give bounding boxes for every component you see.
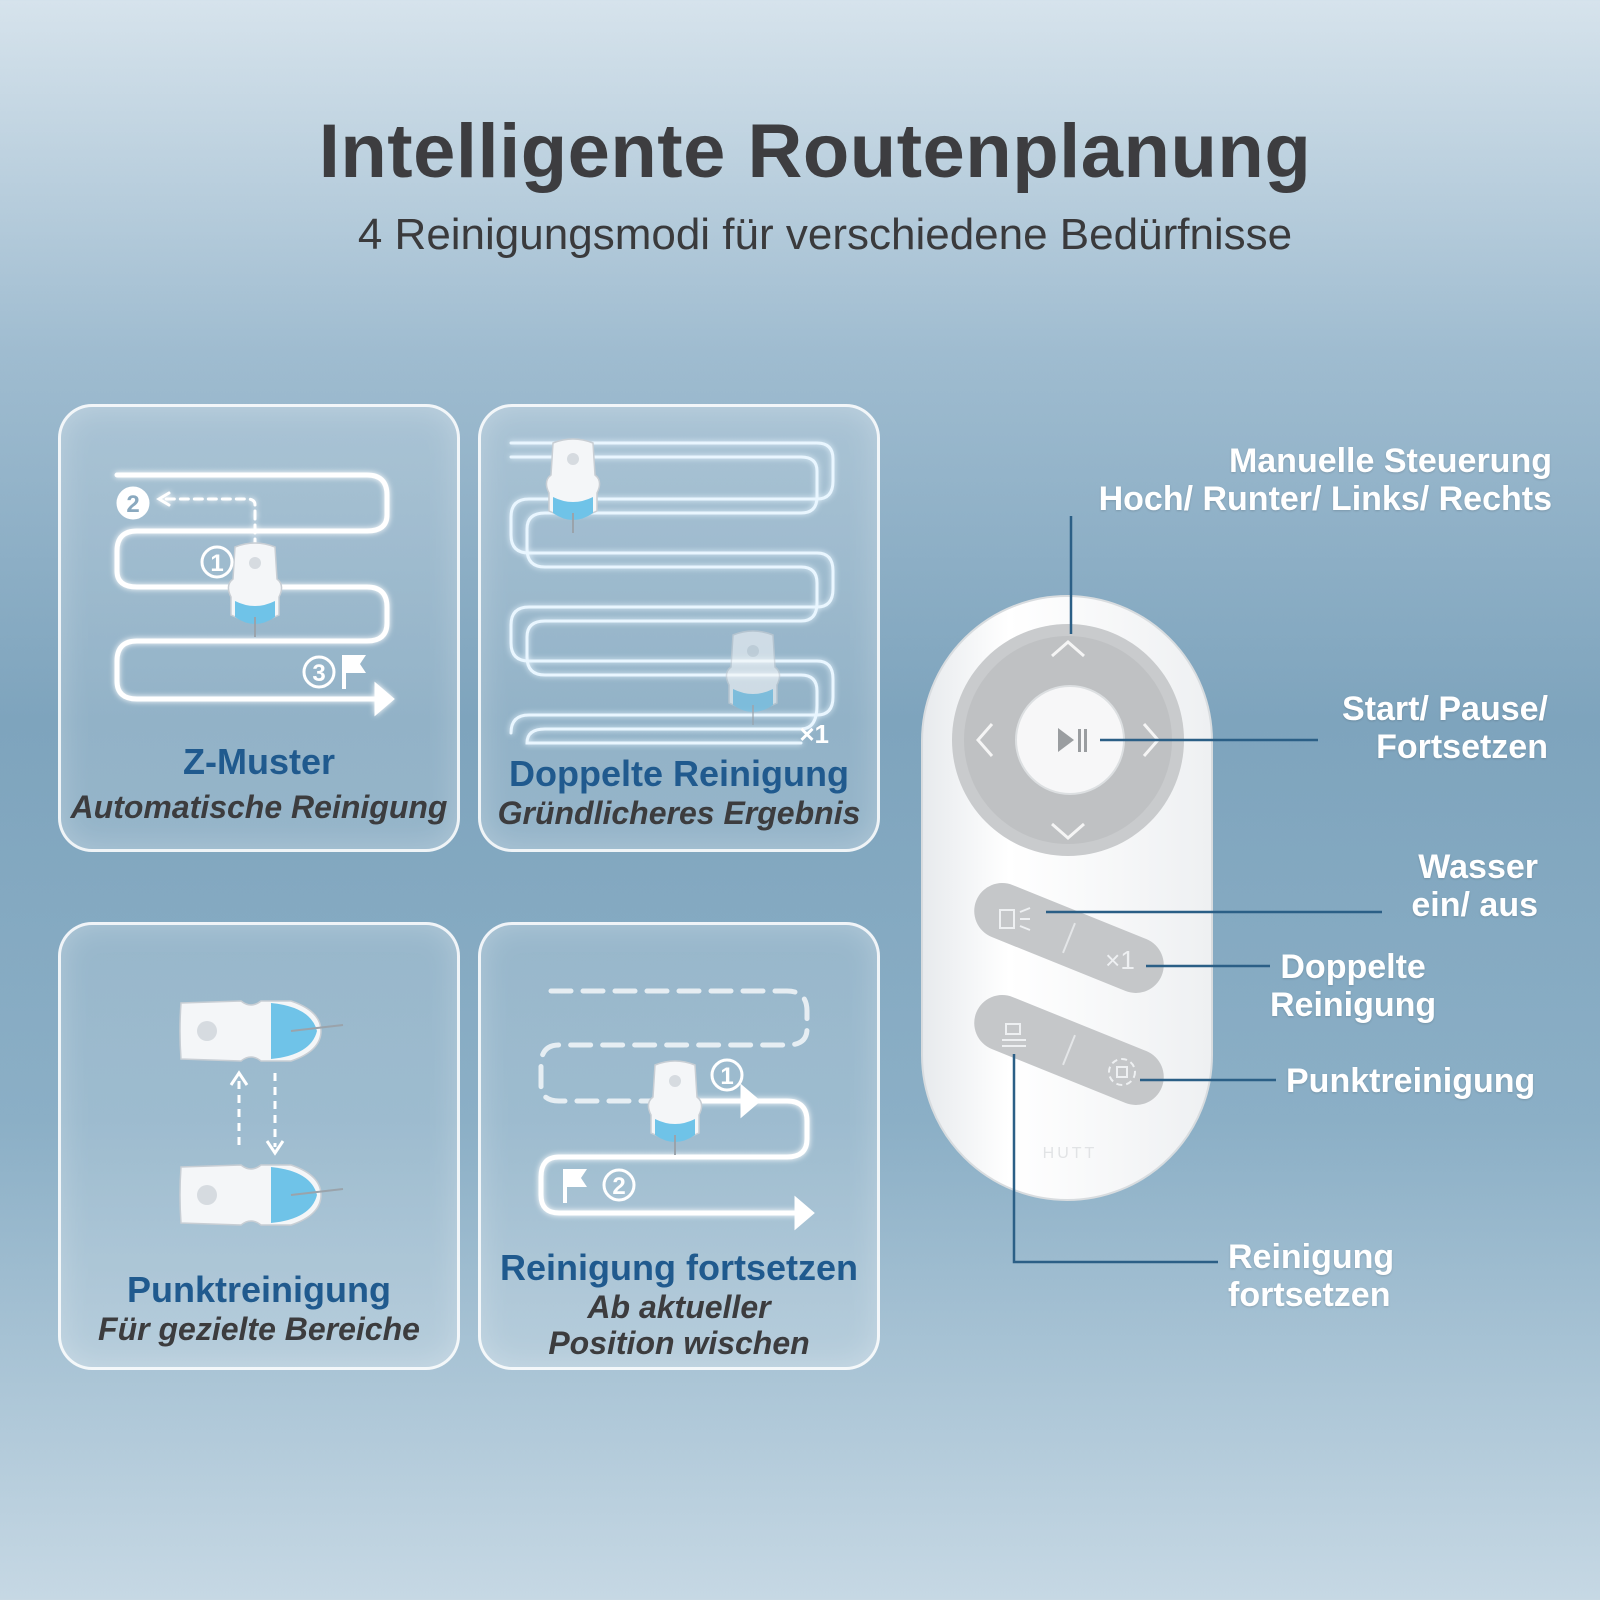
x1-badge: ×1 xyxy=(799,719,829,749)
step-marker-2: 2 xyxy=(602,1168,636,1202)
mode-card-double-cleaning[interactable]: ×1 Doppelte Reinigung Gründlicheres Erge… xyxy=(478,404,880,852)
spray-icon xyxy=(999,907,1031,931)
mode-title: Doppelte Reinigung xyxy=(509,753,849,794)
callout-double-cleaning: Doppelte Reinigung xyxy=(1270,948,1437,1024)
mode-card-z-pattern[interactable]: 1 2 3 Z-Muster Automatische Reinigung xyxy=(58,404,460,852)
callout-start-pause: Start/ Pause/ Fortsetzen xyxy=(1342,690,1548,766)
callout-water: Wasser ein/ aus xyxy=(1411,848,1538,924)
arrow-icon xyxy=(237,1073,277,1151)
arrow-icon xyxy=(229,1070,249,1086)
z-pattern-path: 1 2 3 xyxy=(114,472,395,717)
chevron-up-icon[interactable] xyxy=(1051,640,1085,658)
callout-resume-cleaning: Reinigung fortsetzen xyxy=(1228,1238,1395,1314)
mode-card-spot-cleaning[interactable]: Punktreinigung Für gezielte Bereiche xyxy=(58,922,460,1370)
flag-icon xyxy=(342,655,366,689)
page-title: Intelligente Routenplanung xyxy=(318,109,1312,194)
arrow-icon xyxy=(265,1140,285,1156)
mode-title: Punktreinigung xyxy=(127,1269,391,1310)
mode-card-resume-cleaning[interactable]: 1 2 Reinigung fortsetzen Ab aktueller Po… xyxy=(478,922,880,1370)
mode-subtitle-line-2: Position wischen xyxy=(548,1325,810,1361)
double-path: ×1 xyxy=(509,438,835,749)
spot-icon xyxy=(1108,1058,1136,1086)
chevron-left-icon[interactable] xyxy=(976,723,994,757)
callout-manual-control: Manuelle Steuerung Hoch/ Runter/ Links/ … xyxy=(1098,442,1552,518)
chevron-down-icon[interactable] xyxy=(1051,822,1085,840)
resume-path: 1 2 xyxy=(538,988,815,1231)
step-marker-1: 1 xyxy=(200,545,234,579)
step-marker-3: 3 xyxy=(302,655,336,689)
callout-lines xyxy=(1012,516,1382,1264)
svg-text:3: 3 xyxy=(312,660,325,687)
mode-title: Reinigung fortsetzen xyxy=(500,1247,858,1288)
mode-subtitle-line-1: Ab aktueller xyxy=(587,1289,771,1325)
svg-text:1: 1 xyxy=(210,550,223,577)
callout-spot-cleaning: Punktreinigung xyxy=(1286,1062,1536,1100)
flag-icon xyxy=(563,1169,587,1203)
page-subtitle: 4 Reinigungsmodi für verschiedene Bedürf… xyxy=(357,210,1293,259)
step-marker-2: 2 xyxy=(116,486,150,520)
step-marker-1: 1 xyxy=(710,1058,744,1092)
mode-title: Z-Muster xyxy=(183,741,335,782)
resume-icon xyxy=(1002,1023,1026,1047)
mode-subtitle: Gründlicheres Ergebnis xyxy=(497,795,861,831)
brand-logo: HUTT xyxy=(1043,1145,1098,1162)
mode-subtitle: Für gezielte Bereiche xyxy=(98,1311,420,1347)
mode-subtitle: Automatische Reinigung xyxy=(70,789,448,825)
svg-text:1: 1 xyxy=(720,1063,733,1090)
svg-text:2: 2 xyxy=(126,491,139,518)
svg-text:2: 2 xyxy=(612,1173,625,1200)
x1-button-label: ×1 xyxy=(1105,945,1135,975)
spot-illustration xyxy=(179,1000,344,1226)
play-pause-icon xyxy=(1058,728,1087,752)
